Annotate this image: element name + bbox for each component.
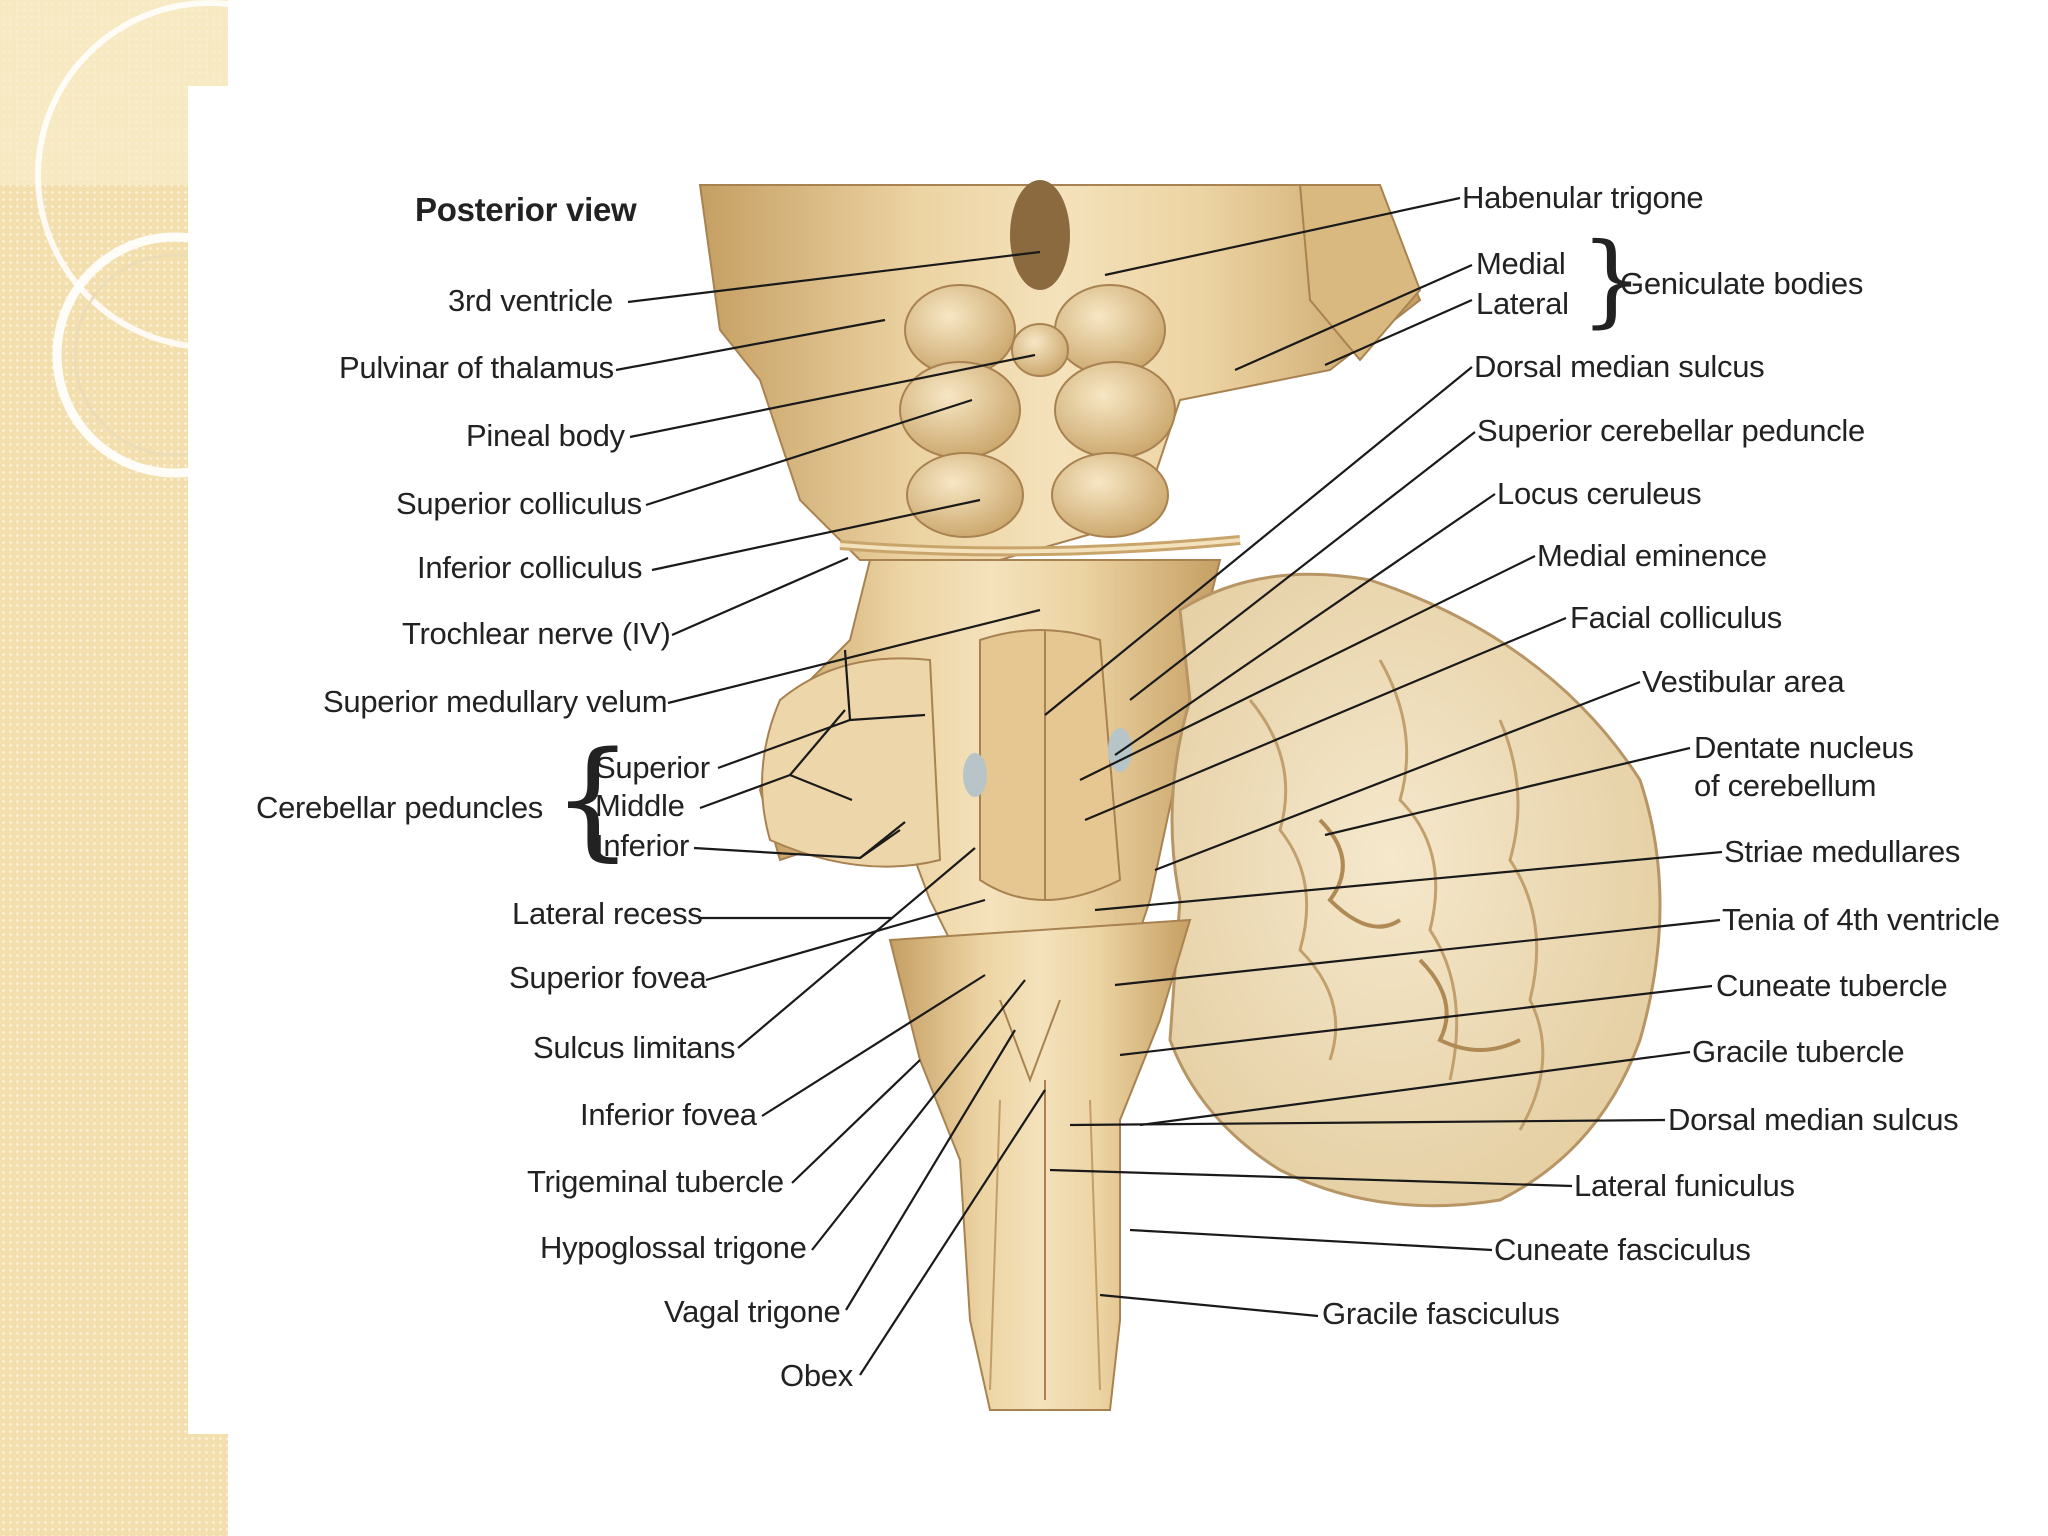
label-pulvinar: Pulvinar of thalamus [339, 350, 614, 385]
label-vagal-trigone: Vagal trigone [664, 1294, 841, 1329]
leader-lines [615, 196, 1723, 1376]
label-gracile-fasciculus: Gracile fasciculus [1322, 1296, 1560, 1331]
fourth-ventricle-floor [979, 629, 1122, 901]
label-cuneate-tubercle: Cuneate tubercle [1716, 968, 1948, 1003]
label-inferior-fovea: Inferior fovea [580, 1097, 757, 1132]
label-peduncle-middle: Middle [595, 788, 685, 823]
label-dentate-nucleus-line2: of cerebellum [1694, 768, 1877, 803]
label-cerebellar-peduncles: Cerebellar peduncles [256, 790, 543, 825]
label-sulcus-limitans: Sulcus limitans [533, 1030, 736, 1065]
diagram-title: Posterior view [415, 191, 637, 228]
label-dorsal-median-sulcus-bottom: Dorsal median sulcus [1668, 1102, 1959, 1137]
label-facial-colliculus: Facial colliculus [1570, 600, 1782, 635]
label-gracile-tubercle: Gracile tubercle [1692, 1034, 1905, 1069]
label-lateral-recess: Lateral recess [512, 896, 703, 931]
label-geniculate-medial: Medial [1476, 246, 1566, 281]
label-geniculate-bodies: Geniculate bodies [1620, 266, 1864, 301]
label-hypoglossal-trigone: Hypoglossal trigone [540, 1230, 807, 1265]
colliculi [899, 284, 1176, 538]
label-obex: Obex [780, 1358, 853, 1393]
thalamus-region [698, 180, 1422, 561]
label-locus-ceruleus: Locus ceruleus [1497, 476, 1702, 511]
label-geniculate-lateral: Lateral [1476, 286, 1569, 321]
label-vestibular-area: Vestibular area [1642, 664, 1845, 699]
label-dentate-nucleus: Dentate nucleus [1694, 730, 1914, 765]
label-tenia: Tenia of 4th ventricle [1722, 902, 2000, 937]
label-trochlear-nerve: Trochlear nerve (IV) [402, 616, 671, 651]
label-lateral-funiculus: Lateral funiculus [1574, 1168, 1795, 1203]
label-third-ventricle: 3rd ventricle [448, 283, 613, 318]
label-superior-fovea: Superior fovea [509, 960, 707, 995]
geniculate-brace: } [1580, 221, 1644, 338]
label-habenular-trigone: Habenular trigone [1462, 180, 1704, 215]
medulla [888, 918, 1192, 1411]
peduncles-brace: { [552, 725, 634, 874]
label-peduncle-superior: Superior [595, 750, 710, 785]
third-ventricle-shape [1010, 180, 1070, 290]
label-trigeminal-tubercle: Trigeminal tubercle [527, 1164, 784, 1199]
label-inferior-colliculus: Inferior colliculus [417, 550, 643, 585]
label-striae-medullares: Striae medullares [1724, 834, 1961, 869]
label-pineal-body: Pineal body [466, 418, 625, 453]
label-cuneate-fasciculus: Cuneate fasciculus [1494, 1232, 1751, 1267]
label-peduncle-inferior: Inferior [595, 828, 690, 863]
label-dorsal-median-sulcus-top: Dorsal median sulcus [1474, 349, 1765, 384]
label-medial-eminence: Medial eminence [1537, 538, 1767, 573]
label-superior-cerebellar-peduncle: Superior cerebellar peduncle [1477, 413, 1865, 448]
label-superior-colliculus: Superior colliculus [396, 486, 642, 521]
label-superior-medullary-velum: Superior medullary velum [323, 684, 668, 719]
pons-and-peduncles [758, 559, 1222, 961]
